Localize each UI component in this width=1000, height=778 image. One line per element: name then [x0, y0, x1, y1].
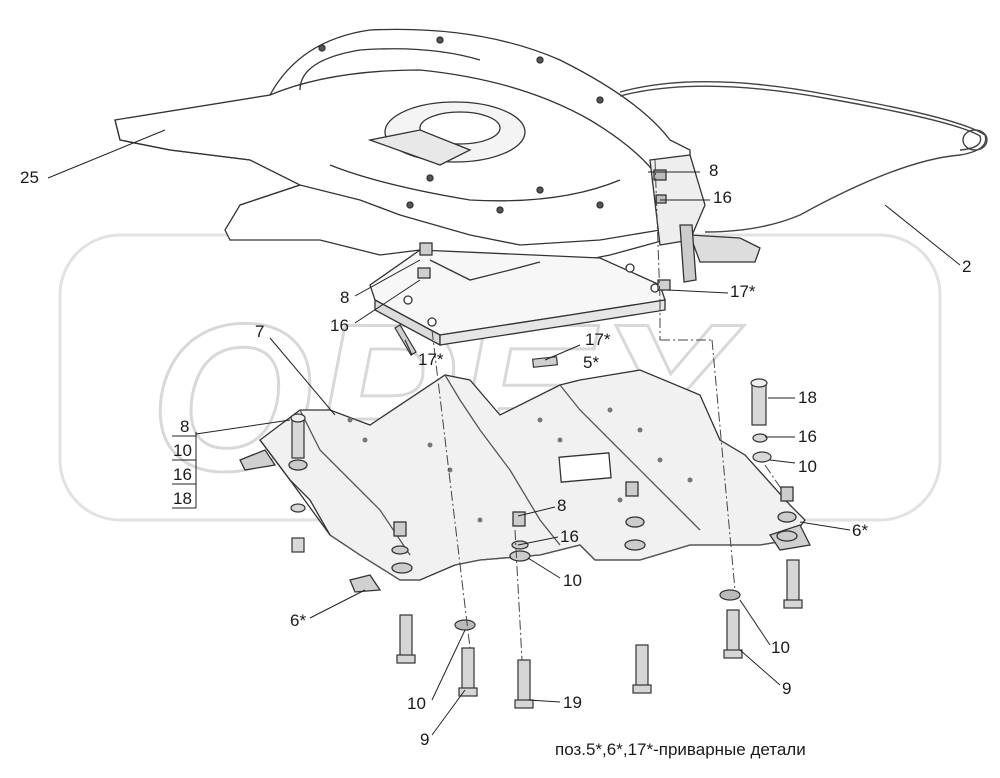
label-6-left: 6* [290, 611, 306, 630]
label-8-top: 8 [709, 161, 718, 180]
label-18-right: 18 [798, 388, 817, 407]
label-5: 5* [583, 353, 599, 372]
label-17-left: 17* [418, 350, 444, 369]
label-8-center: 8 [557, 496, 566, 515]
label-19: 19 [563, 693, 582, 712]
label-17-top-right: 17* [730, 282, 756, 301]
label-25: 25 [20, 168, 39, 187]
mounting-base-plate [239, 369, 811, 593]
label-10-lower-left: 10 [407, 694, 426, 713]
label-6-right: 6* [852, 521, 868, 540]
fifth-wheel-plate [114, 28, 761, 347]
leader-lines [47, 129, 961, 736]
weld-part-17 [531, 356, 559, 368]
label-16-bracket: 16 [330, 316, 349, 335]
label-10-lower-right: 10 [771, 638, 790, 657]
weld-parts-note: поз.5*,6*,17*-приварные детали [555, 740, 806, 759]
group-label-18: 18 [173, 489, 192, 508]
label-16-center: 16 [560, 527, 579, 546]
label-10-right: 10 [798, 457, 817, 476]
label-2: 2 [962, 257, 971, 276]
label-7: 7 [255, 322, 264, 341]
label-16-top: 16 [713, 188, 732, 207]
group-label-8: 8 [180, 417, 189, 436]
label-8-bracket: 8 [340, 288, 349, 307]
label-9-left: 9 [420, 730, 429, 749]
label-17-center: 17* [585, 330, 611, 349]
lower-bolts [396, 559, 803, 709]
axis-lines [431, 159, 783, 661]
label-9-right: 9 [782, 679, 791, 698]
group-underlines [172, 435, 196, 509]
bolt-18-left [290, 413, 306, 553]
bolt-18-right [750, 378, 772, 463]
label-16-right: 16 [798, 427, 817, 446]
label-10-center: 10 [563, 571, 582, 590]
release-cable [619, 81, 988, 233]
group-label-16: 16 [173, 465, 192, 484]
group-label-10: 10 [173, 441, 192, 460]
